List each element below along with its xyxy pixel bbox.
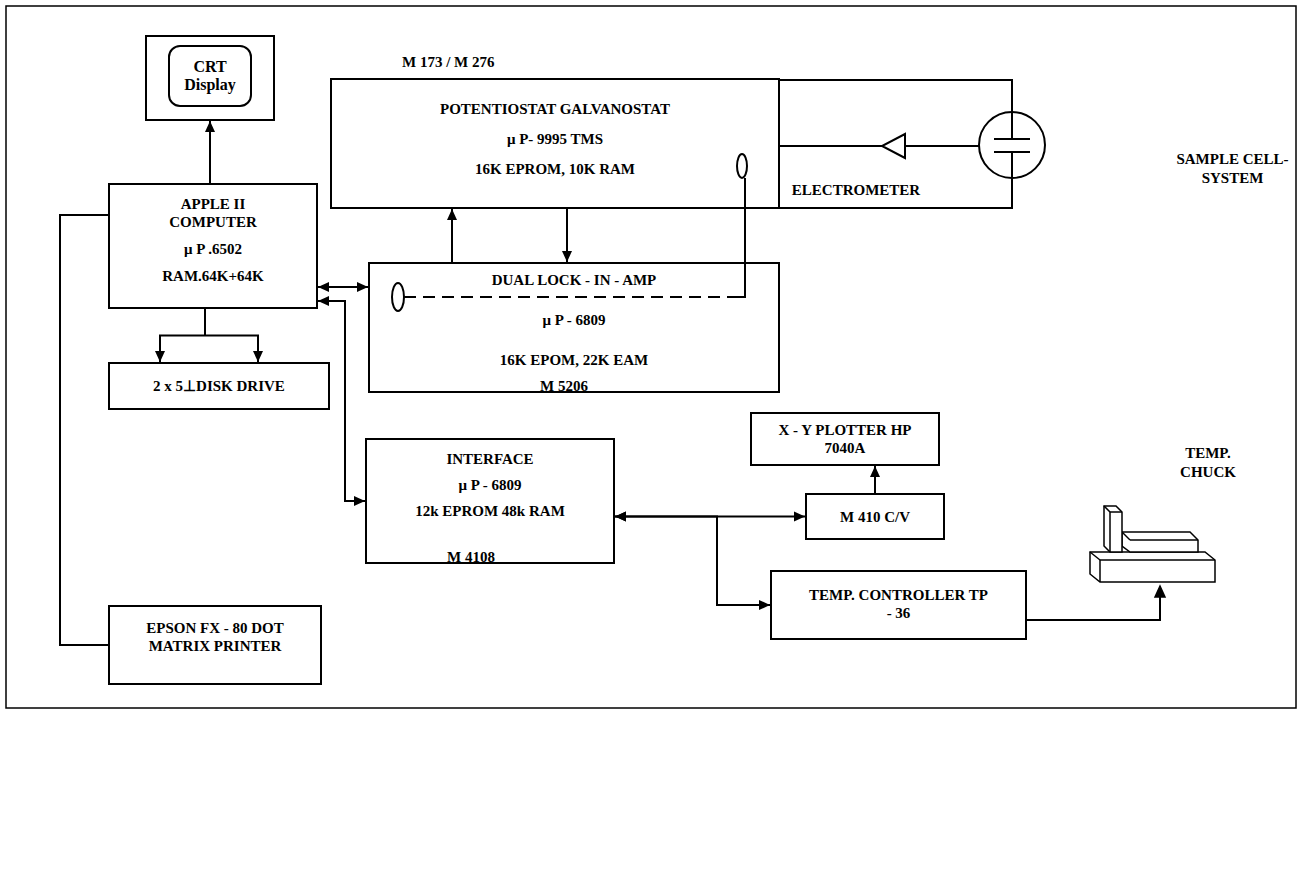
chuck-base	[1090, 552, 1215, 582]
connector-line	[160, 336, 258, 363]
arrow-head	[759, 600, 770, 610]
model-number: M 173 / M 276	[402, 53, 494, 71]
wire	[905, 145, 979, 147]
connector-line	[318, 301, 365, 501]
component-label: TEMP. CHUCK	[1158, 444, 1258, 482]
arrow-head	[318, 282, 329, 292]
connector	[155, 309, 263, 362]
connector-line	[60, 215, 108, 645]
arrow-head	[354, 496, 365, 506]
box-text: INTERFACE	[446, 450, 533, 468]
capacitor-lead	[1011, 152, 1013, 178]
printer-box: EPSON FX - 80 DOT MATRIX PRINTER	[108, 605, 322, 685]
link-wire	[730, 178, 745, 297]
cell-circle	[979, 112, 1045, 178]
temp-chuck-illustration	[1027, 506, 1215, 620]
lock-in-amp-box: DUAL LOCK - IN - AMP μ P - 6809 16K EPOM, …	[368, 262, 780, 393]
component-label: ELECTROMETER	[786, 181, 926, 200]
chuck-post	[1104, 506, 1122, 552]
chuck-edge	[1104, 506, 1110, 512]
temp-controller-box: TEMP. CONTROLLER TP - 36	[770, 570, 1027, 640]
wire	[780, 178, 1012, 208]
box-text: 2 x 5⊥DISK DRIVE	[153, 377, 285, 395]
disk-drive-box: 2 x 5⊥DISK DRIVE	[108, 362, 330, 410]
plotter-box: X - Y PLOTTER HP 7040A	[750, 412, 940, 466]
box-text: TEMP. CONTROLLER TP - 36	[809, 586, 989, 622]
connector	[60, 215, 108, 645]
arrow-head	[615, 512, 626, 522]
box-text: μ P- 9995 TMS	[507, 130, 603, 148]
screen-outline: CRT Display	[168, 45, 252, 107]
amplifier-symbol	[882, 134, 905, 158]
box-text: M 410 C/V	[840, 508, 910, 526]
box-text: RAM.64K+64K	[162, 267, 263, 285]
arrow-head	[253, 351, 263, 362]
connector-line	[615, 517, 770, 606]
component-label: SAMPLE CELL-SYSTEM	[1170, 150, 1295, 188]
box-text: 12k EPROM 48k RAM	[415, 502, 565, 520]
chuck-plate	[1122, 532, 1198, 552]
chuck-edge	[1122, 532, 1130, 540]
arrow-head	[794, 512, 805, 522]
arrow-head	[318, 296, 329, 306]
dashed-link	[404, 296, 730, 298]
wire	[780, 80, 1012, 112]
arrow-head	[447, 209, 457, 220]
arrow-head	[155, 351, 165, 362]
arrow-head	[615, 512, 626, 522]
box-text: CRT Display	[174, 58, 246, 94]
outer-frame	[6, 6, 1296, 708]
box-text: μ P - 6809	[542, 311, 605, 329]
box-text: POTENTIOSTAT GALVANOSTAT	[440, 100, 670, 118]
chuck-edge	[1100, 559, 1215, 561]
box-text: 16K EPOM, 22K EAM	[500, 351, 648, 369]
box-text: EPSON FX - 80 DOT MATRIX PRINTER	[145, 619, 285, 655]
chuck-edge	[1099, 560, 1101, 582]
arrow-head	[357, 282, 368, 292]
box-text: DUAL LOCK - IN - AMP	[492, 271, 657, 289]
chuck-edge	[1090, 552, 1100, 560]
arrow-head	[870, 466, 880, 477]
box-text: μ P - 6809	[458, 476, 521, 494]
connector-line	[204, 309, 206, 336]
box-text: 16K EPROM, 10K RAM	[475, 160, 635, 178]
connector	[318, 282, 368, 292]
capacitor-lead	[1011, 112, 1013, 139]
model-number: M 4108	[447, 548, 495, 566]
box-text: μ P .6502	[184, 240, 242, 258]
interface-box: INTERFACE μ P - 6809 12k EPROM 48k RAM M 41…	[365, 438, 615, 564]
connector	[447, 209, 457, 262]
chuck-edge	[1110, 511, 1122, 513]
display-box: CRT Display	[145, 35, 275, 121]
chuck-edge	[1130, 539, 1198, 541]
arrow-head	[562, 251, 572, 262]
chuck-edge	[1109, 512, 1111, 552]
arrow-head	[205, 121, 215, 132]
cv-meter-box: M 410 C/V	[805, 493, 945, 540]
computer-box: APPLE II COMPUTER μ P .6502RAM.64K+64K	[108, 183, 318, 309]
connector-ellipse	[392, 283, 404, 311]
connector	[615, 512, 770, 611]
connector	[318, 296, 365, 506]
wire	[780, 145, 882, 147]
arrow-head	[1155, 586, 1165, 597]
model-number: M 5206	[540, 377, 588, 395]
box-text: X - Y PLOTTER HP 7040A	[775, 421, 915, 457]
connector-ellipse	[737, 154, 747, 178]
signal-link	[392, 154, 747, 311]
connector	[205, 121, 215, 183]
potentiostat-box: M 173 / M 276POTENTIOSTAT GALVANOSTATμ P…	[330, 78, 780, 209]
connector	[562, 209, 572, 262]
connector	[870, 466, 880, 493]
chuck-to-controller-wire	[1027, 592, 1160, 620]
box-text: APPLE II COMPUTER	[158, 195, 268, 231]
electrometer-wiring	[780, 80, 1045, 208]
